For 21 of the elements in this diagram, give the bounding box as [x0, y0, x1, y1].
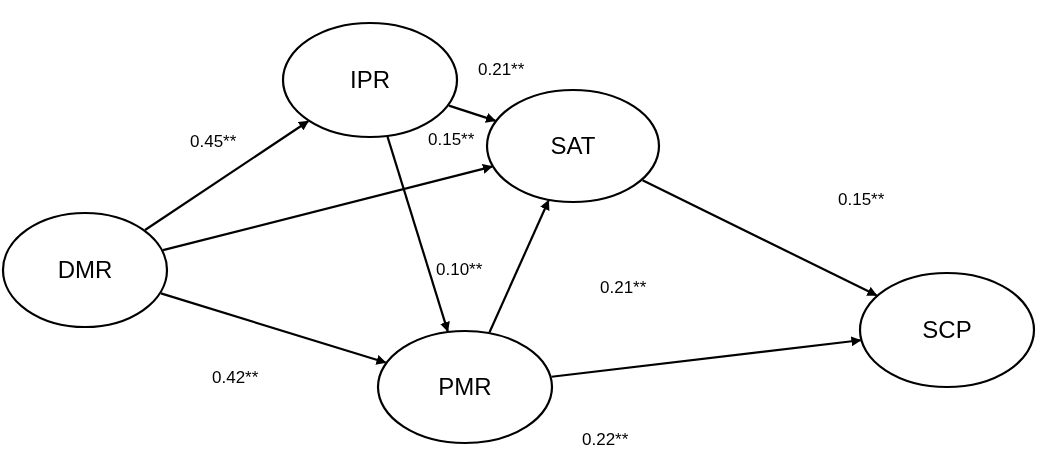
construct-label: PMR	[438, 373, 492, 401]
construct-label: DMR	[57, 256, 113, 284]
construct-label: IPR	[350, 66, 390, 94]
path-arrow	[162, 164, 493, 252]
path-arrow	[386, 136, 450, 333]
path-coefficient: 0.21**	[600, 278, 647, 298]
construct-label: SCP	[922, 316, 972, 344]
path-arrow	[551, 336, 862, 378]
path-arrow	[160, 292, 387, 365]
path-coefficient: 0.21**	[478, 60, 525, 80]
path-coefficient: 0.45**	[190, 132, 237, 152]
path-arrow	[448, 104, 496, 123]
construct-label: SAT	[550, 132, 596, 160]
path-coefficient: 0.15**	[838, 190, 885, 210]
path-arrow	[144, 120, 309, 231]
path-coefficient: 0.42**	[212, 368, 259, 388]
path-coefficient: 0.10**	[436, 260, 483, 280]
path-coefficient: 0.22**	[582, 430, 629, 450]
path-coefficient: 0.15**	[428, 130, 475, 150]
path-arrow	[642, 179, 878, 297]
path-arrow	[488, 199, 550, 333]
